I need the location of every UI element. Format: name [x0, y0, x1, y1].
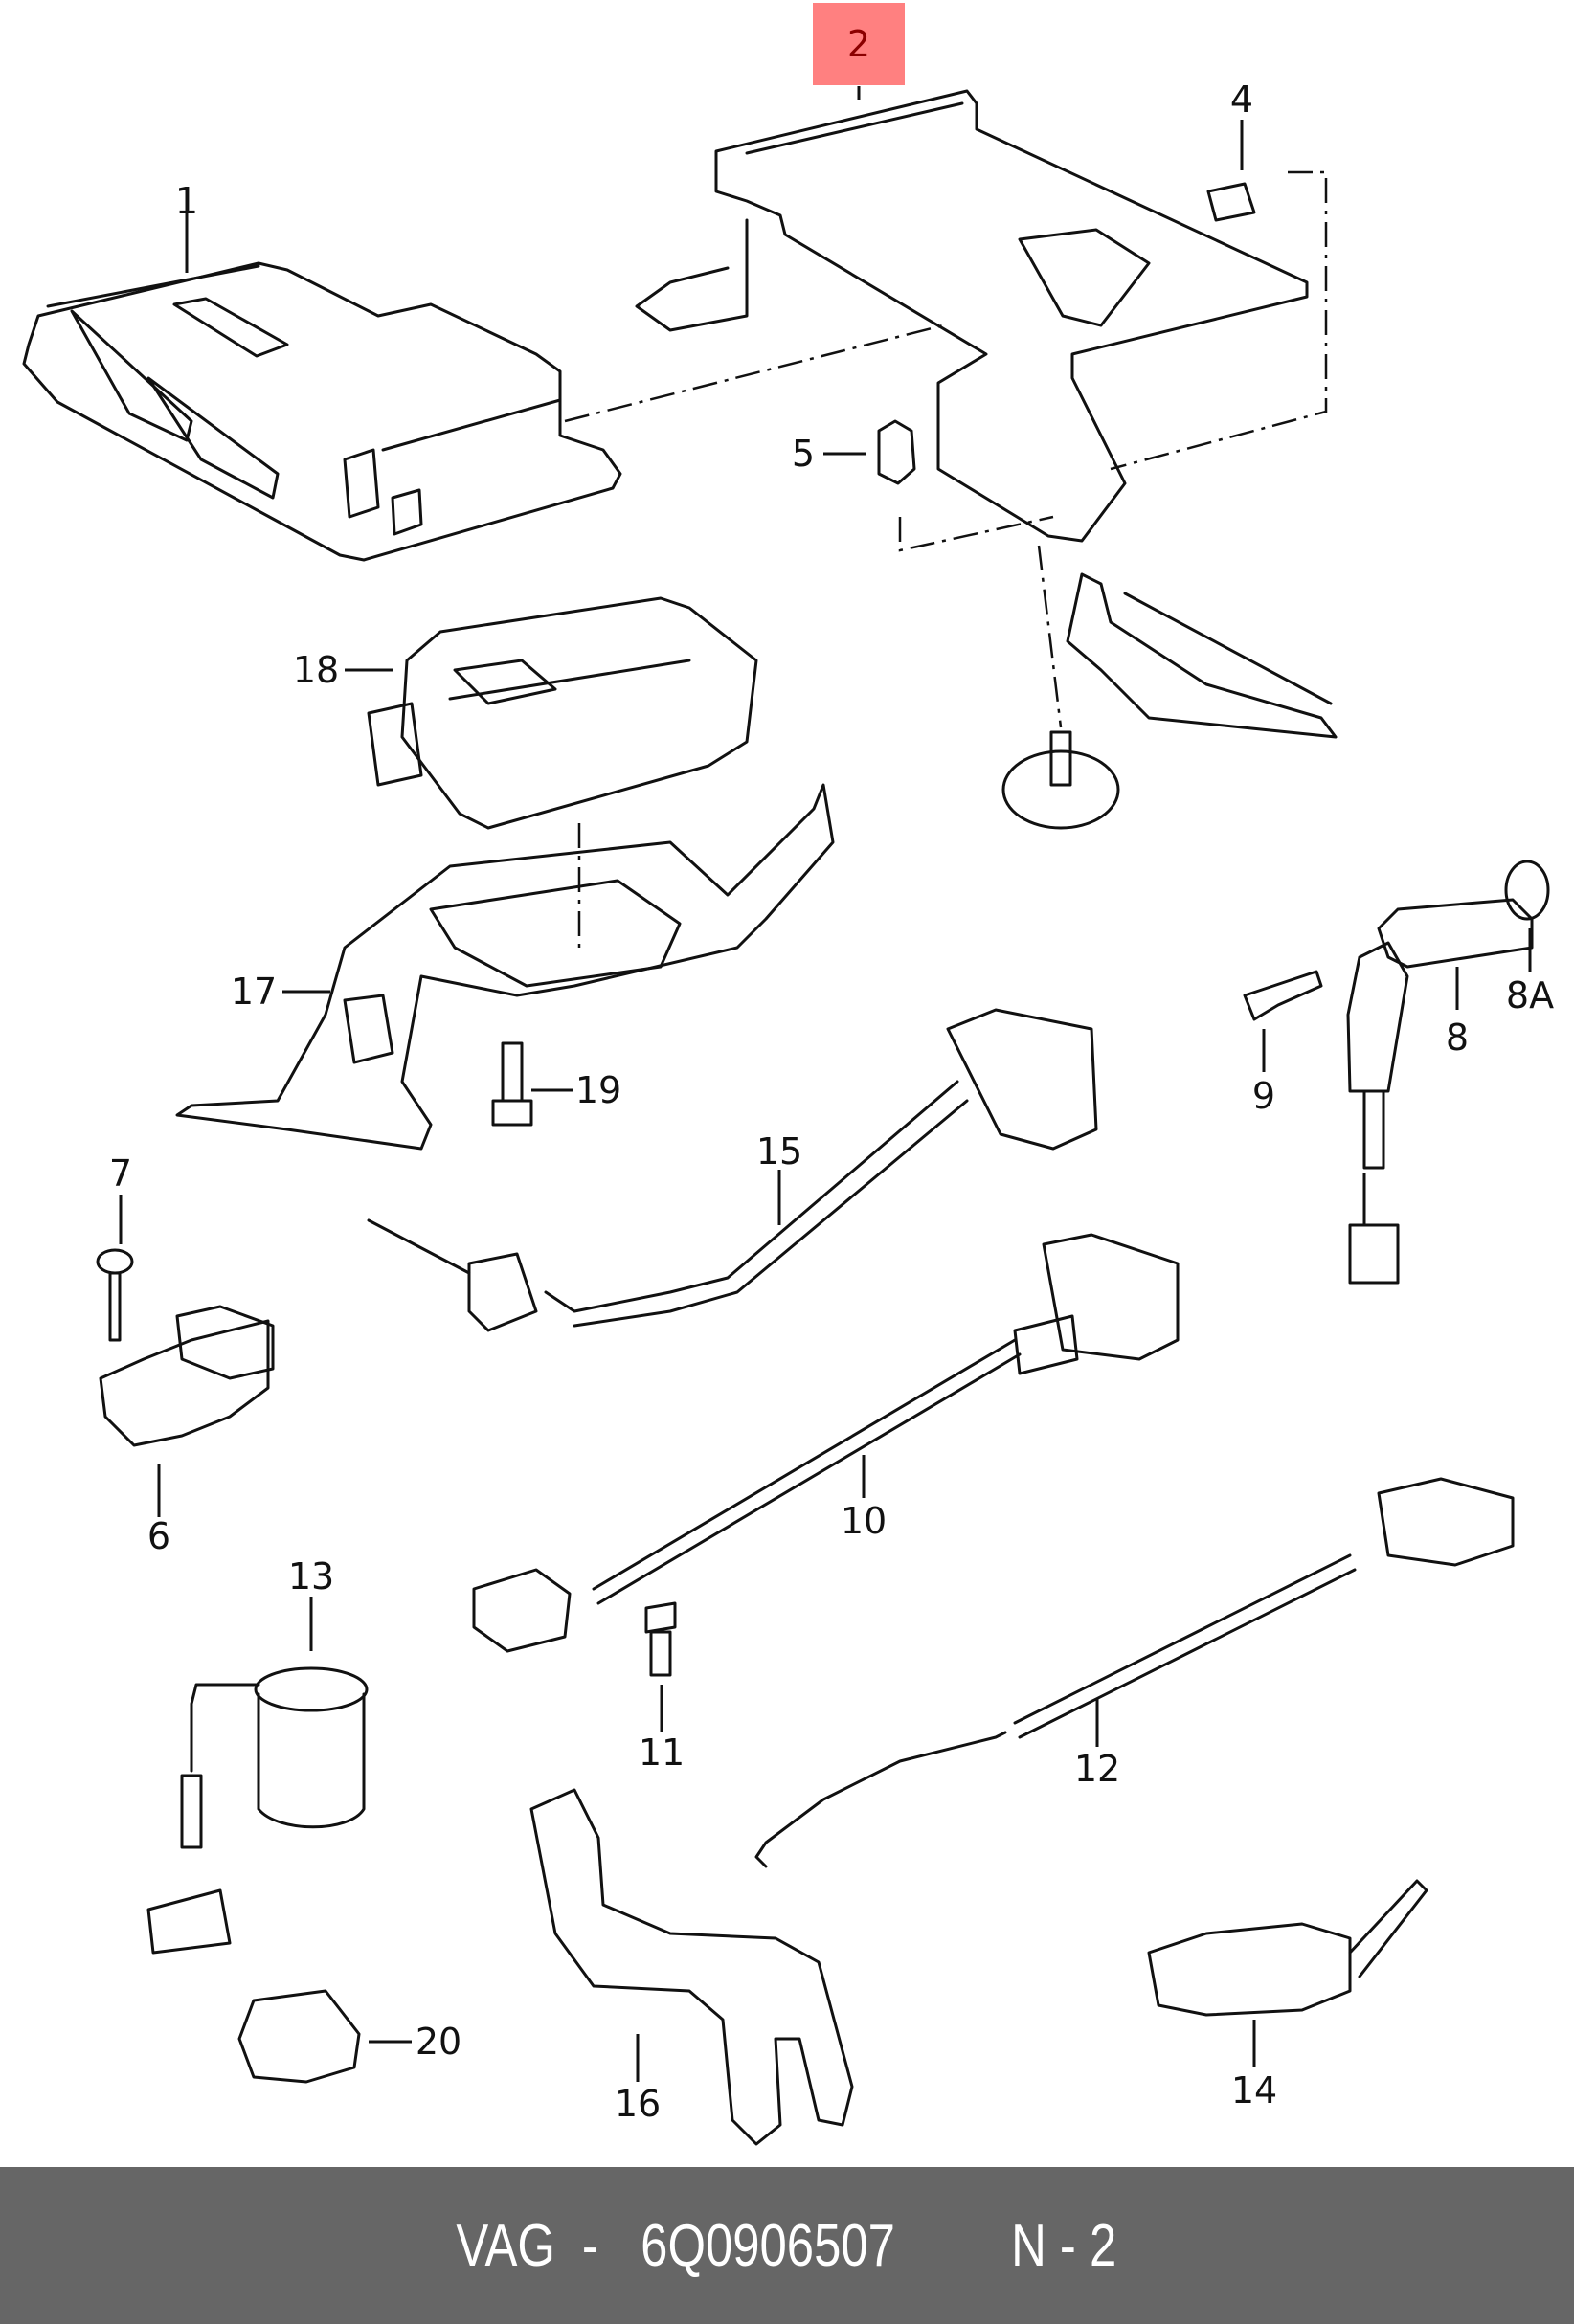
- callout-label-1[interactable]: 1: [174, 180, 199, 222]
- callout-label-12[interactable]: 12: [1073, 1748, 1121, 1790]
- part-11-bolt-drawing: [644, 1601, 677, 1732]
- footer-page-ref: N - 2: [1011, 2212, 1117, 2279]
- part-13-valve-drawing: [146, 1597, 369, 1955]
- part-8-sensor-drawing: [1243, 860, 1550, 1285]
- part-1-ecu-drawing: [22, 187, 622, 562]
- callout-label-18[interactable]: 18: [292, 649, 340, 691]
- callout-label-4[interactable]: 4: [1229, 78, 1254, 121]
- part-2-bracket-drawing: [564, 86, 1338, 739]
- diagram-drawing: [22, 86, 1550, 2146]
- footer-part-number: 6Q0906507: [641, 2212, 896, 2279]
- part-5-nut-drawing: [823, 419, 1120, 830]
- part-14-switch-drawing: [1147, 1879, 1428, 2067]
- callout-label-13[interactable]: 13: [287, 1555, 335, 1598]
- callout-label-2-highlighted[interactable]: 2: [813, 3, 905, 85]
- part-20-clip-drawing: [237, 1989, 412, 2084]
- part-4-pad-drawing: [1206, 120, 1256, 222]
- callout-label-16[interactable]: 16: [614, 2083, 662, 2125]
- part-18-control-unit-drawing: [345, 596, 758, 948]
- callout-label-14[interactable]: 14: [1230, 2069, 1278, 2112]
- callout-label-8[interactable]: 8: [1445, 1017, 1470, 1059]
- part-19-bolt-drawing: [491, 1041, 573, 1127]
- footer-bar: VAG - 6Q0906507 N - 2: [0, 2167, 1574, 2324]
- callout-label-17[interactable]: 17: [230, 971, 278, 1013]
- callout-label-7[interactable]: 7: [108, 1152, 133, 1195]
- footer-separator: -: [581, 2212, 598, 2279]
- part-17-bracket-drawing: [175, 783, 835, 1151]
- part-16-bracket-drawing: [529, 1788, 854, 2146]
- part-12-probe-drawing: [754, 1477, 1515, 1868]
- callout-label-10[interactable]: 10: [840, 1500, 888, 1542]
- part-15-sensor-drawing: [367, 1008, 1098, 1332]
- callout-label-8a[interactable]: 8A: [1505, 974, 1555, 1017]
- callout-label-15[interactable]: 15: [755, 1130, 803, 1173]
- part-6-sensor-drawing: [96, 1195, 275, 1517]
- callout-label-6[interactable]: 6: [146, 1515, 171, 1557]
- callout-label-11[interactable]: 11: [638, 1732, 686, 1774]
- callout-label-19[interactable]: 19: [574, 1069, 622, 1111]
- parts-diagram: 1 2 4 5 6 7 8 8A 9 10 11 12 13 14 15 16 …: [22, 3, 1555, 2146]
- callout-label-9[interactable]: 9: [1251, 1075, 1276, 1117]
- footer-brand: VAG: [456, 2212, 556, 2279]
- callout-label-20[interactable]: 20: [415, 2021, 462, 2063]
- part-10-sensor-drawing: [472, 1233, 1180, 1653]
- callout-label-5[interactable]: 5: [791, 433, 816, 475]
